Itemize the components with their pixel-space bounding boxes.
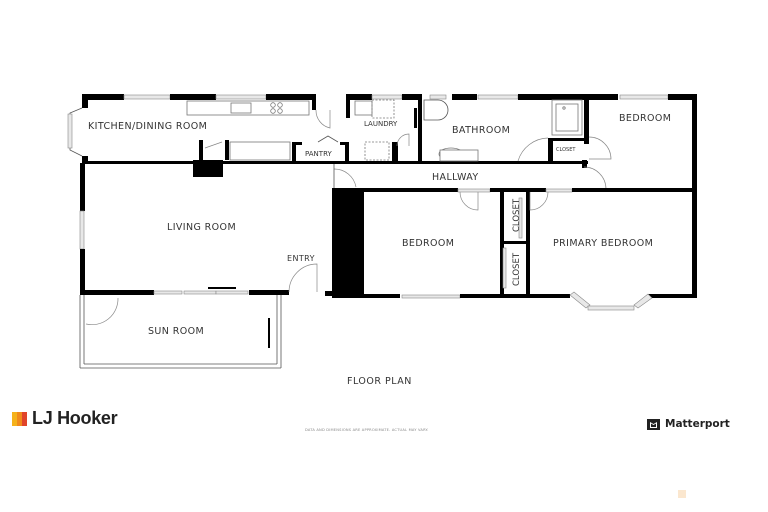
floor-plan-title: FLOOR PLAN: [347, 376, 412, 387]
living-room-walls: [79, 163, 364, 298]
lj-hooker-logo-text: LJ Hooker: [32, 408, 118, 428]
sun-room-walls: [79, 295, 282, 369]
label-kitchen-dining: KITCHEN/DINING ROOM: [88, 121, 207, 132]
lj-hooker-logo: LJ Hooker: [12, 408, 118, 429]
label-entry: ENTRY: [287, 254, 315, 263]
bedroom-walls: [360, 188, 697, 311]
matterport-logo-text: Matterport: [665, 418, 730, 430]
label-bedroom-top: BEDROOM: [619, 113, 671, 124]
label-pantry: PANTRY: [305, 150, 332, 158]
label-closet-upper: CLOSET: [512, 198, 522, 232]
lj-hooker-logo-icon: [12, 411, 27, 426]
label-bathroom: BATHROOM: [452, 125, 510, 136]
matterport-logo: Matterport: [647, 418, 730, 430]
kitchen-counter: [186, 100, 331, 149]
upper-right-walls: [332, 94, 697, 190]
label-primary-bedroom: PRIMARY BEDROOM: [553, 238, 653, 249]
label-closet-small: CLOSET: [556, 147, 576, 153]
label-closet-lower: CLOSET: [512, 252, 522, 286]
kitchen-walls: [67, 94, 349, 177]
label-laundry: LAUNDRY: [364, 120, 398, 128]
disclaimer-text: DATA AND DIMENSIONS ARE APPROXIMATE. ACT…: [305, 428, 429, 432]
color-swatch: [678, 490, 686, 498]
label-bedroom: BEDROOM: [402, 238, 454, 249]
matterport-logo-icon: [647, 418, 660, 430]
label-hallway: HALLWAY: [432, 172, 479, 183]
bathroom-fixtures: [354, 99, 612, 190]
label-living-room: LIVING ROOM: [167, 222, 236, 233]
label-sun-room: SUN ROOM: [148, 326, 204, 337]
